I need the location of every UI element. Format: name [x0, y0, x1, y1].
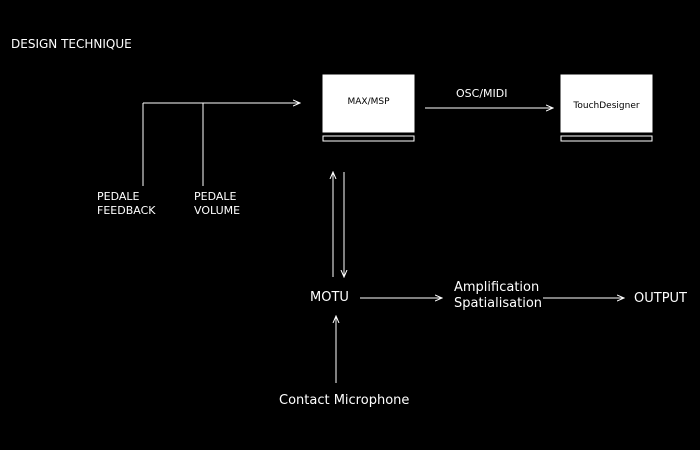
- node-pedale-feedback-line2: FEEDBACK: [97, 204, 156, 217]
- node-pedale-feedback-line1: PEDALE: [97, 190, 140, 203]
- node-pedale-volume-line1: PEDALE: [194, 190, 237, 203]
- laptop-icon: [560, 74, 653, 142]
- node-pedale-feedback: PEDALE FEEDBACK: [97, 190, 155, 218]
- page-title: DESIGN TECHNIQUE: [11, 37, 132, 51]
- node-maxmsp-label: MAX/MSP: [347, 97, 390, 107]
- node-amplification-spatialisation: Amplification Spatialisation: [454, 280, 542, 312]
- node-spatialisation: Spatialisation: [454, 296, 543, 311]
- node-touchdesigner-label: TouchDesigner: [573, 101, 640, 111]
- node-motu: MOTU: [310, 290, 349, 305]
- edge-label-osc-midi: OSC/MIDI: [456, 87, 508, 100]
- node-pedale-volume: PEDALE VOLUME: [194, 190, 240, 218]
- node-pedale-volume-line2: VOLUME: [194, 204, 241, 217]
- node-contact-microphone: Contact Microphone: [279, 393, 410, 408]
- laptop-icon: [322, 74, 415, 142]
- node-amplification: Amplification: [454, 280, 540, 295]
- node-output: OUTPUT: [634, 291, 687, 306]
